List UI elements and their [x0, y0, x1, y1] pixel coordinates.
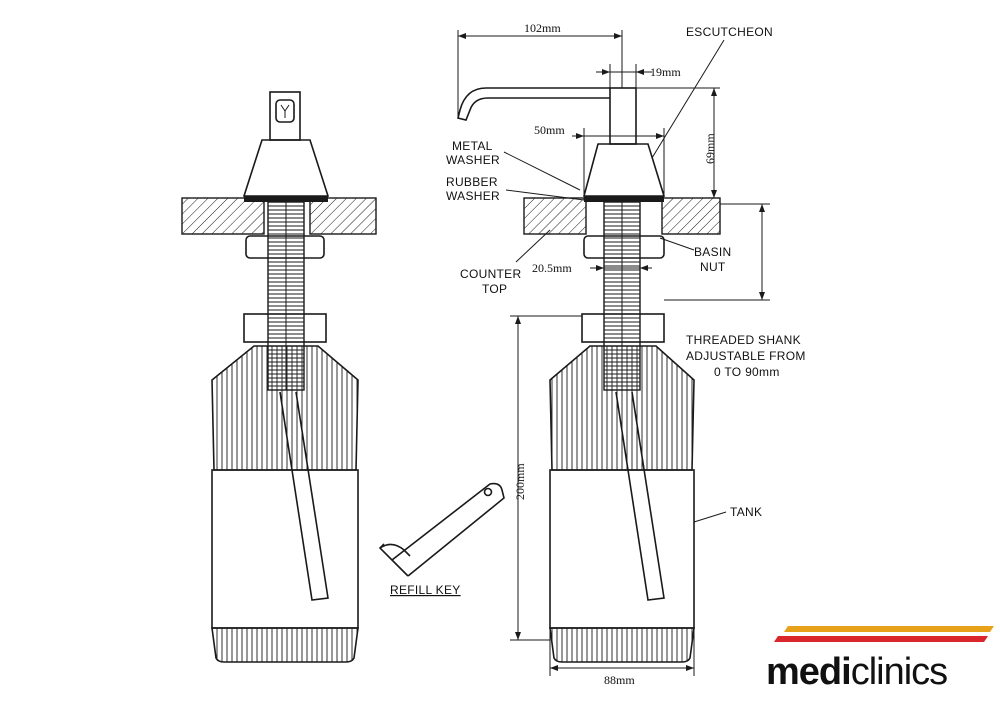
label-threaded-shank-1: THREADED SHANK — [686, 333, 801, 347]
leader-lines — [503, 39, 727, 523]
label-metal-washer-2: WASHER — [446, 153, 500, 167]
dip-tube-left — [279, 391, 329, 601]
dip-tube-right — [615, 391, 665, 601]
tank-base-left — [211, 627, 359, 663]
logo-text-light: clinics — [851, 651, 947, 693]
label-basin-nut-2: NUT — [700, 260, 726, 274]
label-counter-top-1: COUNTER — [460, 267, 521, 281]
tank-left — [211, 469, 359, 629]
tank-base-right — [549, 627, 695, 663]
dim-spout-length: 102mm — [524, 21, 561, 35]
refill-key-drawing — [378, 482, 505, 577]
label-threaded-shank-3: 0 TO 90mm — [714, 365, 780, 379]
label-rubber-washer-2: WASHER — [446, 189, 500, 203]
label-escutcheon: ESCUTCHEON — [686, 25, 773, 39]
label-refill-key: REFILL KEY — [390, 583, 461, 597]
escutcheon-right — [582, 143, 666, 197]
label-rubber-washer-1: RUBBER — [446, 175, 498, 189]
right-dispenser-view — [457, 87, 721, 663]
label-tank: TANK — [730, 505, 762, 519]
dim-escutcheon-base: 50mm — [534, 123, 565, 137]
dim-stem-width: 19mm — [650, 65, 681, 79]
spout — [457, 87, 610, 121]
label-threaded-shank-2: ADJUSTABLE FROM — [686, 349, 806, 363]
dim-tank-height: 200mm — [513, 463, 527, 500]
logo-stripe-orange — [784, 626, 994, 632]
label-metal-washer-1: METAL — [452, 139, 493, 153]
pump-head — [269, 91, 301, 141]
logo-stripe-red — [774, 636, 988, 642]
counter-top-right — [523, 196, 721, 235]
left-dispenser-view — [181, 91, 377, 663]
ribbed-funnel-right — [549, 345, 695, 471]
counter-top-left — [181, 196, 377, 235]
tank-right — [549, 469, 695, 629]
label-basin-nut-1: BASIN — [694, 245, 732, 259]
label-counter-top-2: TOP — [482, 282, 507, 296]
collar-nut-left — [243, 313, 327, 343]
collar-nut-right — [581, 313, 665, 343]
brand-logo: mediclinics — [766, 626, 994, 693]
dimension-lines — [457, 30, 770, 676]
escutcheon-left — [242, 139, 330, 197]
dim-tank-width: 88mm — [604, 673, 635, 687]
ribbed-funnel-left — [211, 345, 359, 471]
logo-wordmark: mediclinics — [766, 651, 947, 693]
logo-text-bold: medi — [766, 651, 851, 693]
dim-escutcheon-height: 69mm — [703, 133, 717, 164]
dim-shank-diameter: 20.5mm — [532, 261, 572, 275]
